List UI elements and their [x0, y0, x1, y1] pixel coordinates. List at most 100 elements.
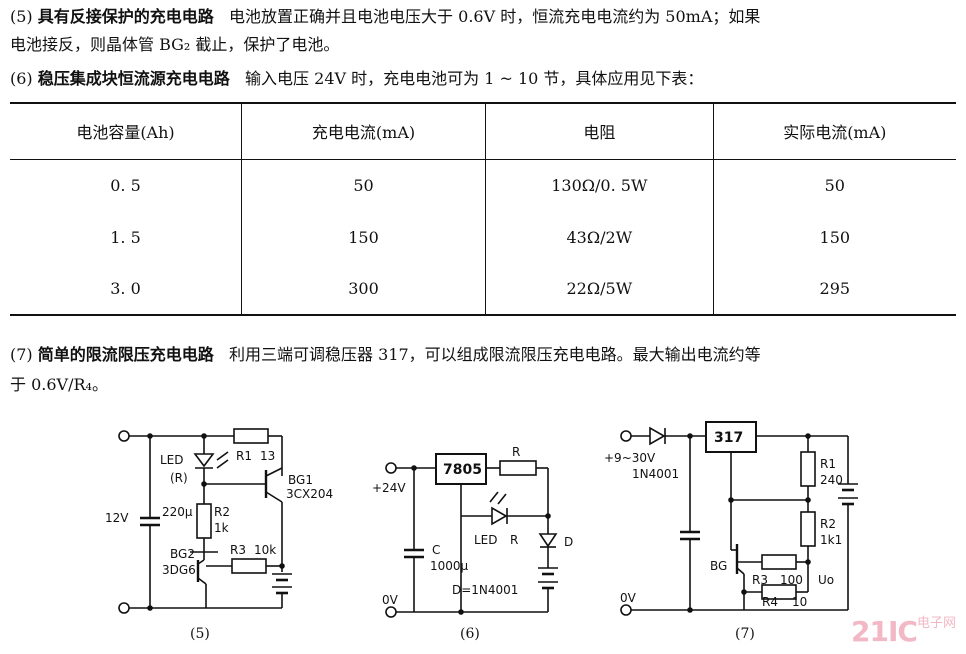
- label-r2-value: 1k1: [820, 533, 842, 547]
- para-text: 于 0.6V/R₄。: [10, 375, 108, 394]
- label-diode-type: D=1N4001: [452, 583, 518, 597]
- table-cell: 295: [712, 263, 956, 315]
- terminal-icon: [385, 462, 397, 474]
- table-cell: 130Ω/0. 5W: [485, 159, 714, 211]
- table-row: 1. 5 150 43Ω/2W 150: [10, 211, 956, 263]
- table-cell: 50: [712, 159, 956, 211]
- label-regulator: 317: [714, 430, 743, 446]
- label-cap: C: [432, 543, 440, 557]
- terminal-icon: [620, 430, 632, 442]
- watermark-sub: 电子网: [916, 616, 956, 631]
- label-r: R: [512, 445, 520, 459]
- paragraph-7-line-1: (7) 简单的限流限压充电电路 利用三端可调稳压器 317，可以组成限流限压充电…: [10, 344, 761, 366]
- label-led: LED: [160, 453, 184, 467]
- label-r2: R2: [214, 505, 230, 519]
- caption-7: (7): [735, 626, 755, 642]
- table-header-row: 电池容量(Ah) 充电电流(mA) 电阻 实际电流(mA): [10, 103, 956, 160]
- table-cell: 0. 5: [110, 175, 141, 195]
- table-cell: 300: [240, 263, 486, 315]
- table-row: 3. 0 300 22Ω/5W 295: [10, 263, 956, 315]
- para-title: 具有反接保护的充电电路: [37, 7, 214, 26]
- para-title: 稳压集成块恒流源充电电路: [37, 69, 230, 88]
- label-led: LED: [474, 533, 498, 547]
- table-cell: 150: [712, 211, 956, 263]
- led-icon: [491, 506, 508, 526]
- label-input: +9~30V: [604, 451, 656, 465]
- label-r1-value: 240: [820, 473, 843, 487]
- label-bg2-type: 3DG6: [162, 563, 196, 577]
- para-number: (7): [10, 345, 33, 364]
- label-voltage: 12V: [105, 511, 129, 525]
- table-header: 电池容量(Ah): [10, 103, 242, 160]
- watermark-brand: 21IC: [851, 615, 918, 648]
- r1-resistor-icon: [233, 428, 269, 444]
- label-r4-value: 10: [792, 595, 807, 609]
- label-r3: R3: [230, 543, 246, 557]
- diode-icon: [649, 426, 666, 446]
- para-number: (5): [10, 7, 33, 26]
- label-regulator: 7805: [443, 462, 482, 478]
- label-diode: D: [564, 535, 573, 549]
- para-text: 电池接反，则晶体管 BG₂ 截止，保护了电池。: [10, 35, 340, 54]
- label-uo: Uo: [818, 573, 834, 587]
- led-icon: [193, 453, 215, 468]
- label-bg: BG: [710, 559, 727, 573]
- para-text: 利用三端可调稳压器 317，可以组成限流限压充电电路。最大输出电流约等: [229, 345, 761, 364]
- paragraph-7-line-2: 于 0.6V/R₄。: [10, 374, 108, 396]
- label-r1: R1: [236, 449, 252, 463]
- table-cell: 50: [240, 159, 486, 211]
- label-bg1-type: 3CX204: [286, 487, 333, 501]
- label-r4: R4: [762, 595, 778, 609]
- r3-resistor-icon: [761, 554, 797, 570]
- table-row: 0. 5 50 130Ω/0. 5W 50: [10, 159, 956, 211]
- label-cap: 220μ: [162, 505, 193, 519]
- caption-6: (6): [460, 626, 480, 642]
- paragraph-5-line-1: (5) 具有反接保护的充电电路 电池放置正确并且电池电压大于 0.6V 时，恒流…: [10, 6, 760, 28]
- table-header: 实际电流(mA): [712, 103, 956, 160]
- charging-spec-table: 电池容量(Ah) 充电电流(mA) 电阻 实际电流(mA) 0. 5 50 13…: [10, 102, 956, 316]
- terminal-icon: [385, 606, 397, 618]
- label-ground: 0V: [620, 591, 637, 605]
- paragraph-6: (6) 稳压集成块恒流源充电电路 输入电压 24V 时，充电电池可为 1 ~ 1…: [10, 68, 703, 90]
- diode-icon: [538, 533, 558, 548]
- label-r1: R1: [820, 457, 836, 471]
- circuit-7: 317 +9~30V 1N4001 R1 240 R2 1k1 BG R3 10…: [604, 421, 858, 616]
- table-cell: 3. 0: [110, 279, 141, 298]
- table-cell: 22Ω/5W: [485, 263, 714, 315]
- para-number: (6): [10, 69, 33, 88]
- label-r3-value: 10k: [254, 543, 276, 557]
- r1-resistor-icon: [800, 451, 816, 487]
- para-title: 简单的限流限压充电电路: [37, 345, 214, 364]
- caption-5: (5): [190, 626, 210, 642]
- terminal-icon: [620, 604, 632, 616]
- label-r1-value: 13: [260, 449, 275, 463]
- para-text: 输入电压 24V 时，充电电池可为 1 ~ 10 节，具体应用见下表：: [245, 69, 704, 88]
- label-r3-value: 100: [780, 573, 803, 587]
- table-cell: 1. 5: [110, 227, 141, 247]
- circuit-5: 12V 220μ LED (R) R1 13 BG1 3CX204 R2 1k …: [105, 428, 333, 614]
- paragraph-5-line-2: 电池接反，则晶体管 BG₂ 截止，保护了电池。: [10, 34, 339, 56]
- label-input: +24V: [372, 481, 406, 495]
- label-r2: R2: [820, 517, 836, 531]
- table-cell: 150: [240, 211, 486, 263]
- circuit-diagrams: 12V 220μ LED (R) R1 13 BG1 3CX204 R2 1k …: [105, 421, 858, 618]
- table-header: 充电电流(mA): [240, 103, 486, 160]
- r2-resistor-icon: [800, 511, 816, 547]
- circuit-6: 7805 R +24V C 1000μ LED R D D=1N4001 0V: [372, 445, 573, 618]
- label-bg2: BG2: [170, 547, 195, 561]
- label-bg1: BG1: [288, 473, 313, 487]
- label-led-color: (R): [170, 471, 188, 485]
- label-r2-value: 1k: [214, 521, 229, 535]
- terminal-icon: [118, 602, 130, 614]
- r2-resistor-icon: [196, 503, 212, 539]
- label-r3: R3: [752, 573, 768, 587]
- label-diode-type: 1N4001: [632, 467, 679, 481]
- label-cap-value: 1000μ: [430, 559, 469, 573]
- para-text: 电池放置正确并且电池电压大于 0.6V 时，恒流充电电流约为 50mA；如果: [229, 7, 761, 26]
- table-header: 电阻: [485, 103, 714, 160]
- watermark-logo: 21IC电子网: [851, 615, 956, 648]
- terminal-icon: [118, 430, 130, 442]
- table-cell: 43Ω/2W: [485, 211, 714, 263]
- label-ground: 0V: [382, 593, 399, 607]
- label-led-color: R: [510, 533, 518, 547]
